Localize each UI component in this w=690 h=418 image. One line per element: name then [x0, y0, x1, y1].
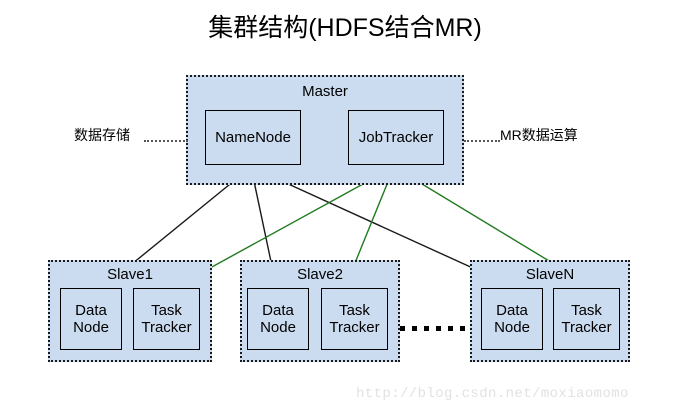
leader-line-right	[464, 140, 500, 142]
slave1-datanode-label-line2: Node	[73, 319, 109, 336]
slave1-datanode-box[interactable]: Data Node	[60, 288, 122, 350]
namenode-label: NameNode	[215, 128, 291, 146]
namenode-box[interactable]: NameNode	[205, 110, 301, 165]
slave2-group-label: Slave2	[297, 266, 343, 283]
slave2-tasktracker-box[interactable]: Task Tracker	[321, 288, 388, 350]
slave1-datanode-label-line1: Data	[75, 301, 107, 319]
ellipsis-dot	[436, 326, 441, 331]
slave2-datanode-box[interactable]: Data Node	[247, 288, 309, 350]
jobtracker-box[interactable]: JobTracker	[348, 110, 444, 165]
slave1-tasktracker-label-line2: Tracker	[141, 319, 192, 336]
watermark-text: http://blog.csdn.net/moxiaomomo	[356, 386, 629, 402]
jobtracker-label: JobTracker	[358, 128, 434, 146]
slaven-datanode-label-line1: Data	[496, 301, 528, 319]
slaven-tasktracker-label-line2: Tracker	[561, 319, 612, 336]
slaven-tasktracker-box[interactable]: Task Tracker	[553, 288, 620, 350]
slave2-datanode-label-line1: Data	[262, 301, 294, 319]
slave2-datanode-label-line2: Node	[260, 319, 296, 336]
slave1-tasktracker-label-line1: Task	[151, 301, 182, 319]
ellipsis-dot	[460, 326, 465, 331]
annotation-mr-compute: MR数据运算	[500, 127, 578, 143]
slave1-tasktracker-box[interactable]: Task Tracker	[133, 288, 200, 350]
leader-line-left	[144, 140, 188, 142]
slaven-tasktracker-label-line1: Task	[571, 301, 602, 319]
ellipsis-indicator	[400, 326, 465, 331]
master-group-label: Master	[302, 83, 348, 100]
annotation-data-storage: 数据存储	[74, 127, 130, 143]
slave2-tasktracker-label-line2: Tracker	[329, 319, 380, 336]
ellipsis-dot	[448, 326, 453, 331]
slave2-tasktracker-label-line1: Task	[339, 301, 370, 319]
slaven-datanode-box[interactable]: Data Node	[481, 288, 543, 350]
ellipsis-dot	[424, 326, 429, 331]
ellipsis-dot	[400, 326, 405, 331]
page-title: 集群结构(HDFS结合MR)	[208, 14, 482, 42]
slaven-datanode-label-line2: Node	[494, 319, 530, 336]
slaven-group-label: SlaveN	[525, 266, 575, 283]
slave1-group-label: Slave1	[107, 266, 153, 283]
ellipsis-dot	[412, 326, 417, 331]
